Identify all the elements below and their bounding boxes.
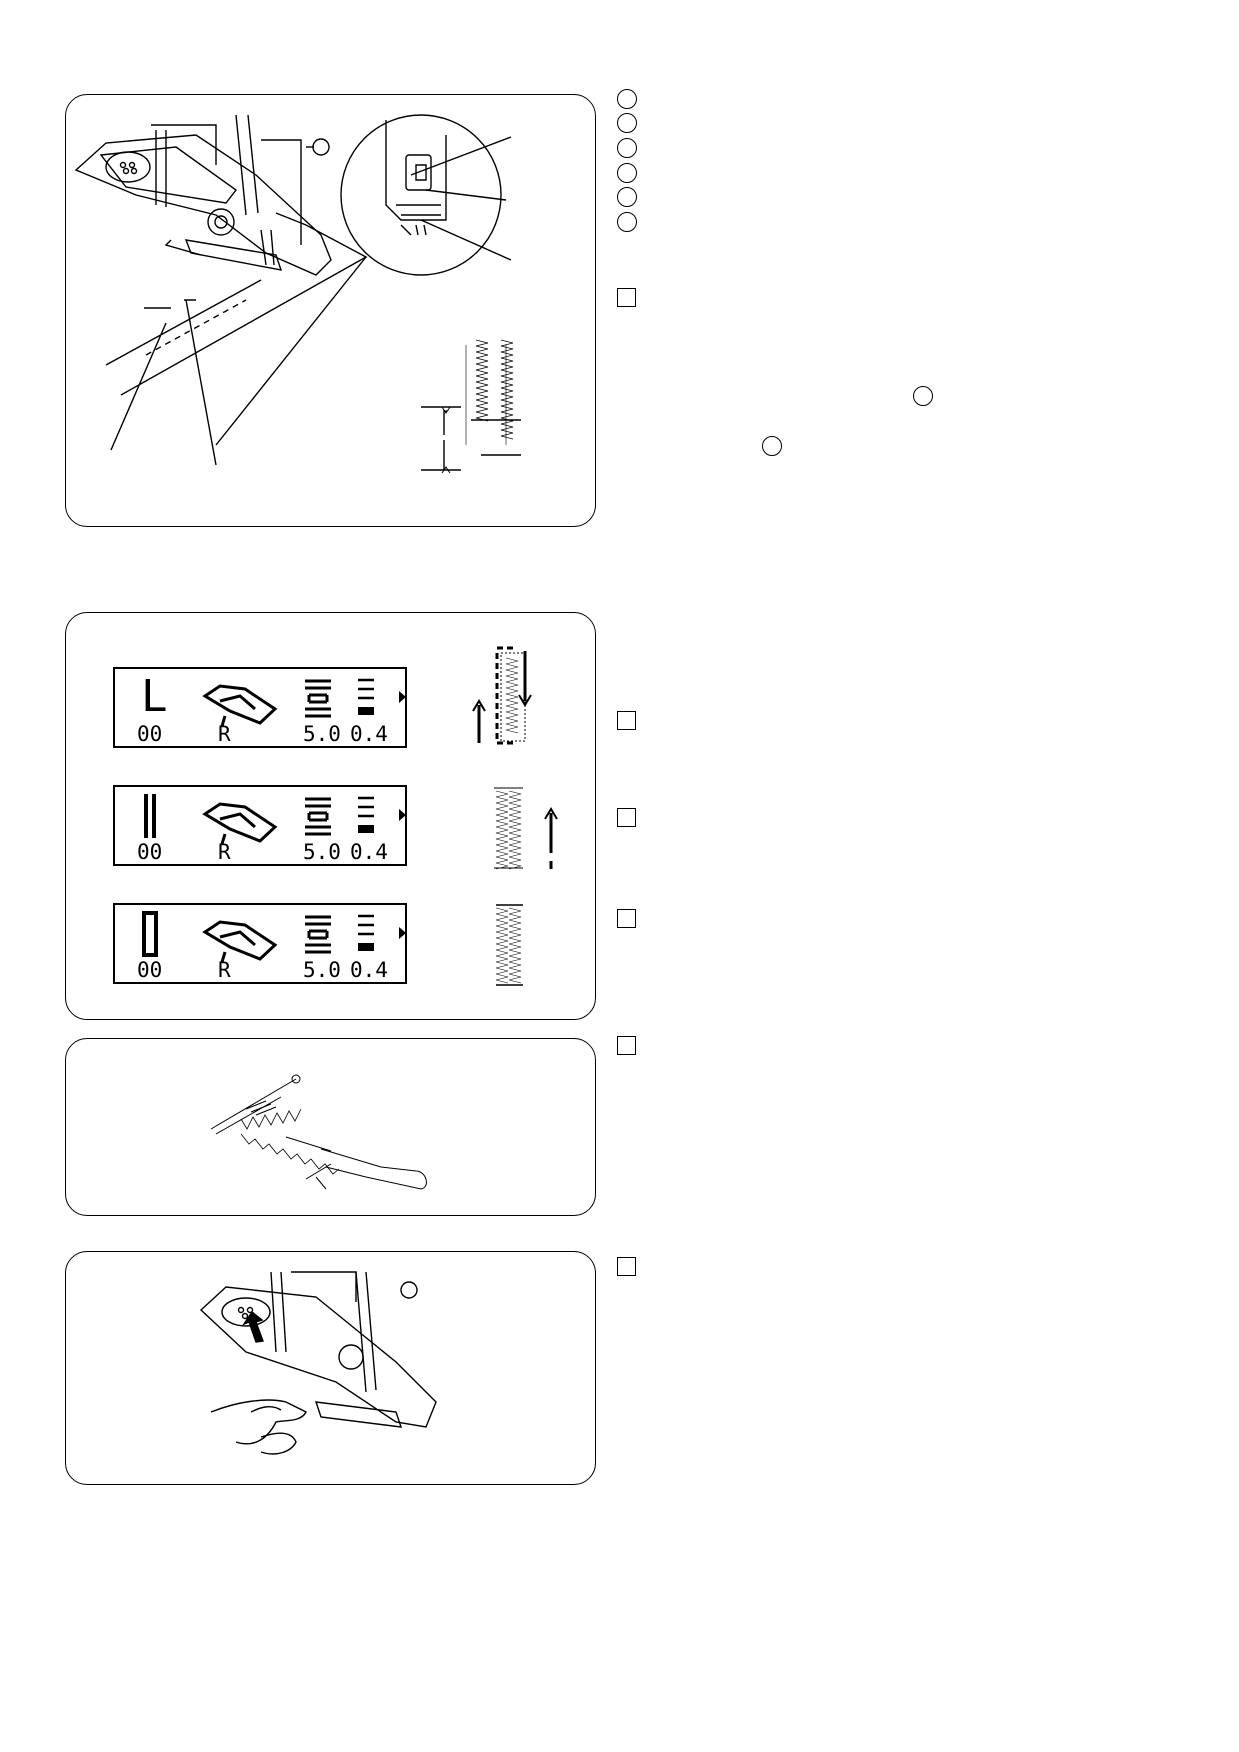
arrow-right-icon <box>399 927 406 939</box>
step-square-6 <box>617 1257 636 1276</box>
step-square-1 <box>617 288 636 307</box>
release-foot-figure <box>65 1251 596 1485</box>
step-square-2 <box>617 711 636 730</box>
lcd-width: 5.0 <box>303 722 341 746</box>
stitch-width-icon <box>305 797 331 836</box>
lcd-length: 0.4 <box>350 958 388 982</box>
foot-setup-drawing <box>74 114 521 474</box>
step-square-5 <box>617 1036 636 1055</box>
lcd-foot: R <box>218 722 231 746</box>
lcd-foot: R <box>218 958 231 982</box>
foot-setup-figure <box>65 94 596 527</box>
buttonhole-stitch-diagrams <box>472 646 558 986</box>
release-foot-drawing <box>199 1271 437 1455</box>
reference-circle-4 <box>617 163 637 183</box>
lcd-symbol-bars <box>144 794 156 838</box>
zigzag-column-left <box>475 339 514 440</box>
lcd-length: 0.4 <box>350 722 388 746</box>
arrow-right-icon <box>399 809 406 821</box>
reference-circle-8 <box>762 436 782 456</box>
lcd-length: 0.4 <box>350 840 388 864</box>
reference-circle-7 <box>913 386 933 406</box>
lcd-screen-1: L 00 R 5.0 0.4 <box>113 667 407 748</box>
lcd-width: 5.0 <box>303 958 341 982</box>
lcd-screen-3: 00 R 5.0 0.4 <box>113 903 407 984</box>
reference-circle-6 <box>617 212 637 232</box>
lcd-steps-figure: L 00 R 5.0 0.4 00 R 5.0 <box>65 612 596 1020</box>
seam-ripper-drawing <box>210 1074 427 1190</box>
stitch-length-icon <box>358 796 374 833</box>
step-square-3 <box>617 808 636 827</box>
lcd-symbol: L <box>141 671 168 722</box>
stitch-length-icon <box>358 914 374 951</box>
reference-circle-2 <box>617 113 637 133</box>
lcd-width: 5.0 <box>303 840 341 864</box>
lcd-symbol-box <box>142 911 158 957</box>
arrow-right-icon <box>399 691 406 703</box>
seam-ripper-figure <box>65 1038 596 1216</box>
lcd-screen-2: 00 R 5.0 0.4 <box>113 785 407 866</box>
lcd-stitch-number: 00 <box>137 840 163 864</box>
buttonhole-foot-icon <box>202 802 278 845</box>
reference-circle-3 <box>617 138 637 158</box>
buttonhole-foot-icon <box>202 684 278 727</box>
buttonhole-foot-icon <box>202 920 278 963</box>
reference-circle-1 <box>617 89 637 109</box>
stitch-length-icon <box>358 678 374 715</box>
stitch-width-icon <box>305 915 331 954</box>
lcd-stitch-number: 00 <box>137 958 163 982</box>
lcd-stitch-number: 00 <box>137 722 163 746</box>
step-square-4 <box>617 909 636 928</box>
reference-circle-5 <box>617 187 637 207</box>
stitch-width-icon <box>305 679 331 718</box>
lcd-foot: R <box>218 840 231 864</box>
